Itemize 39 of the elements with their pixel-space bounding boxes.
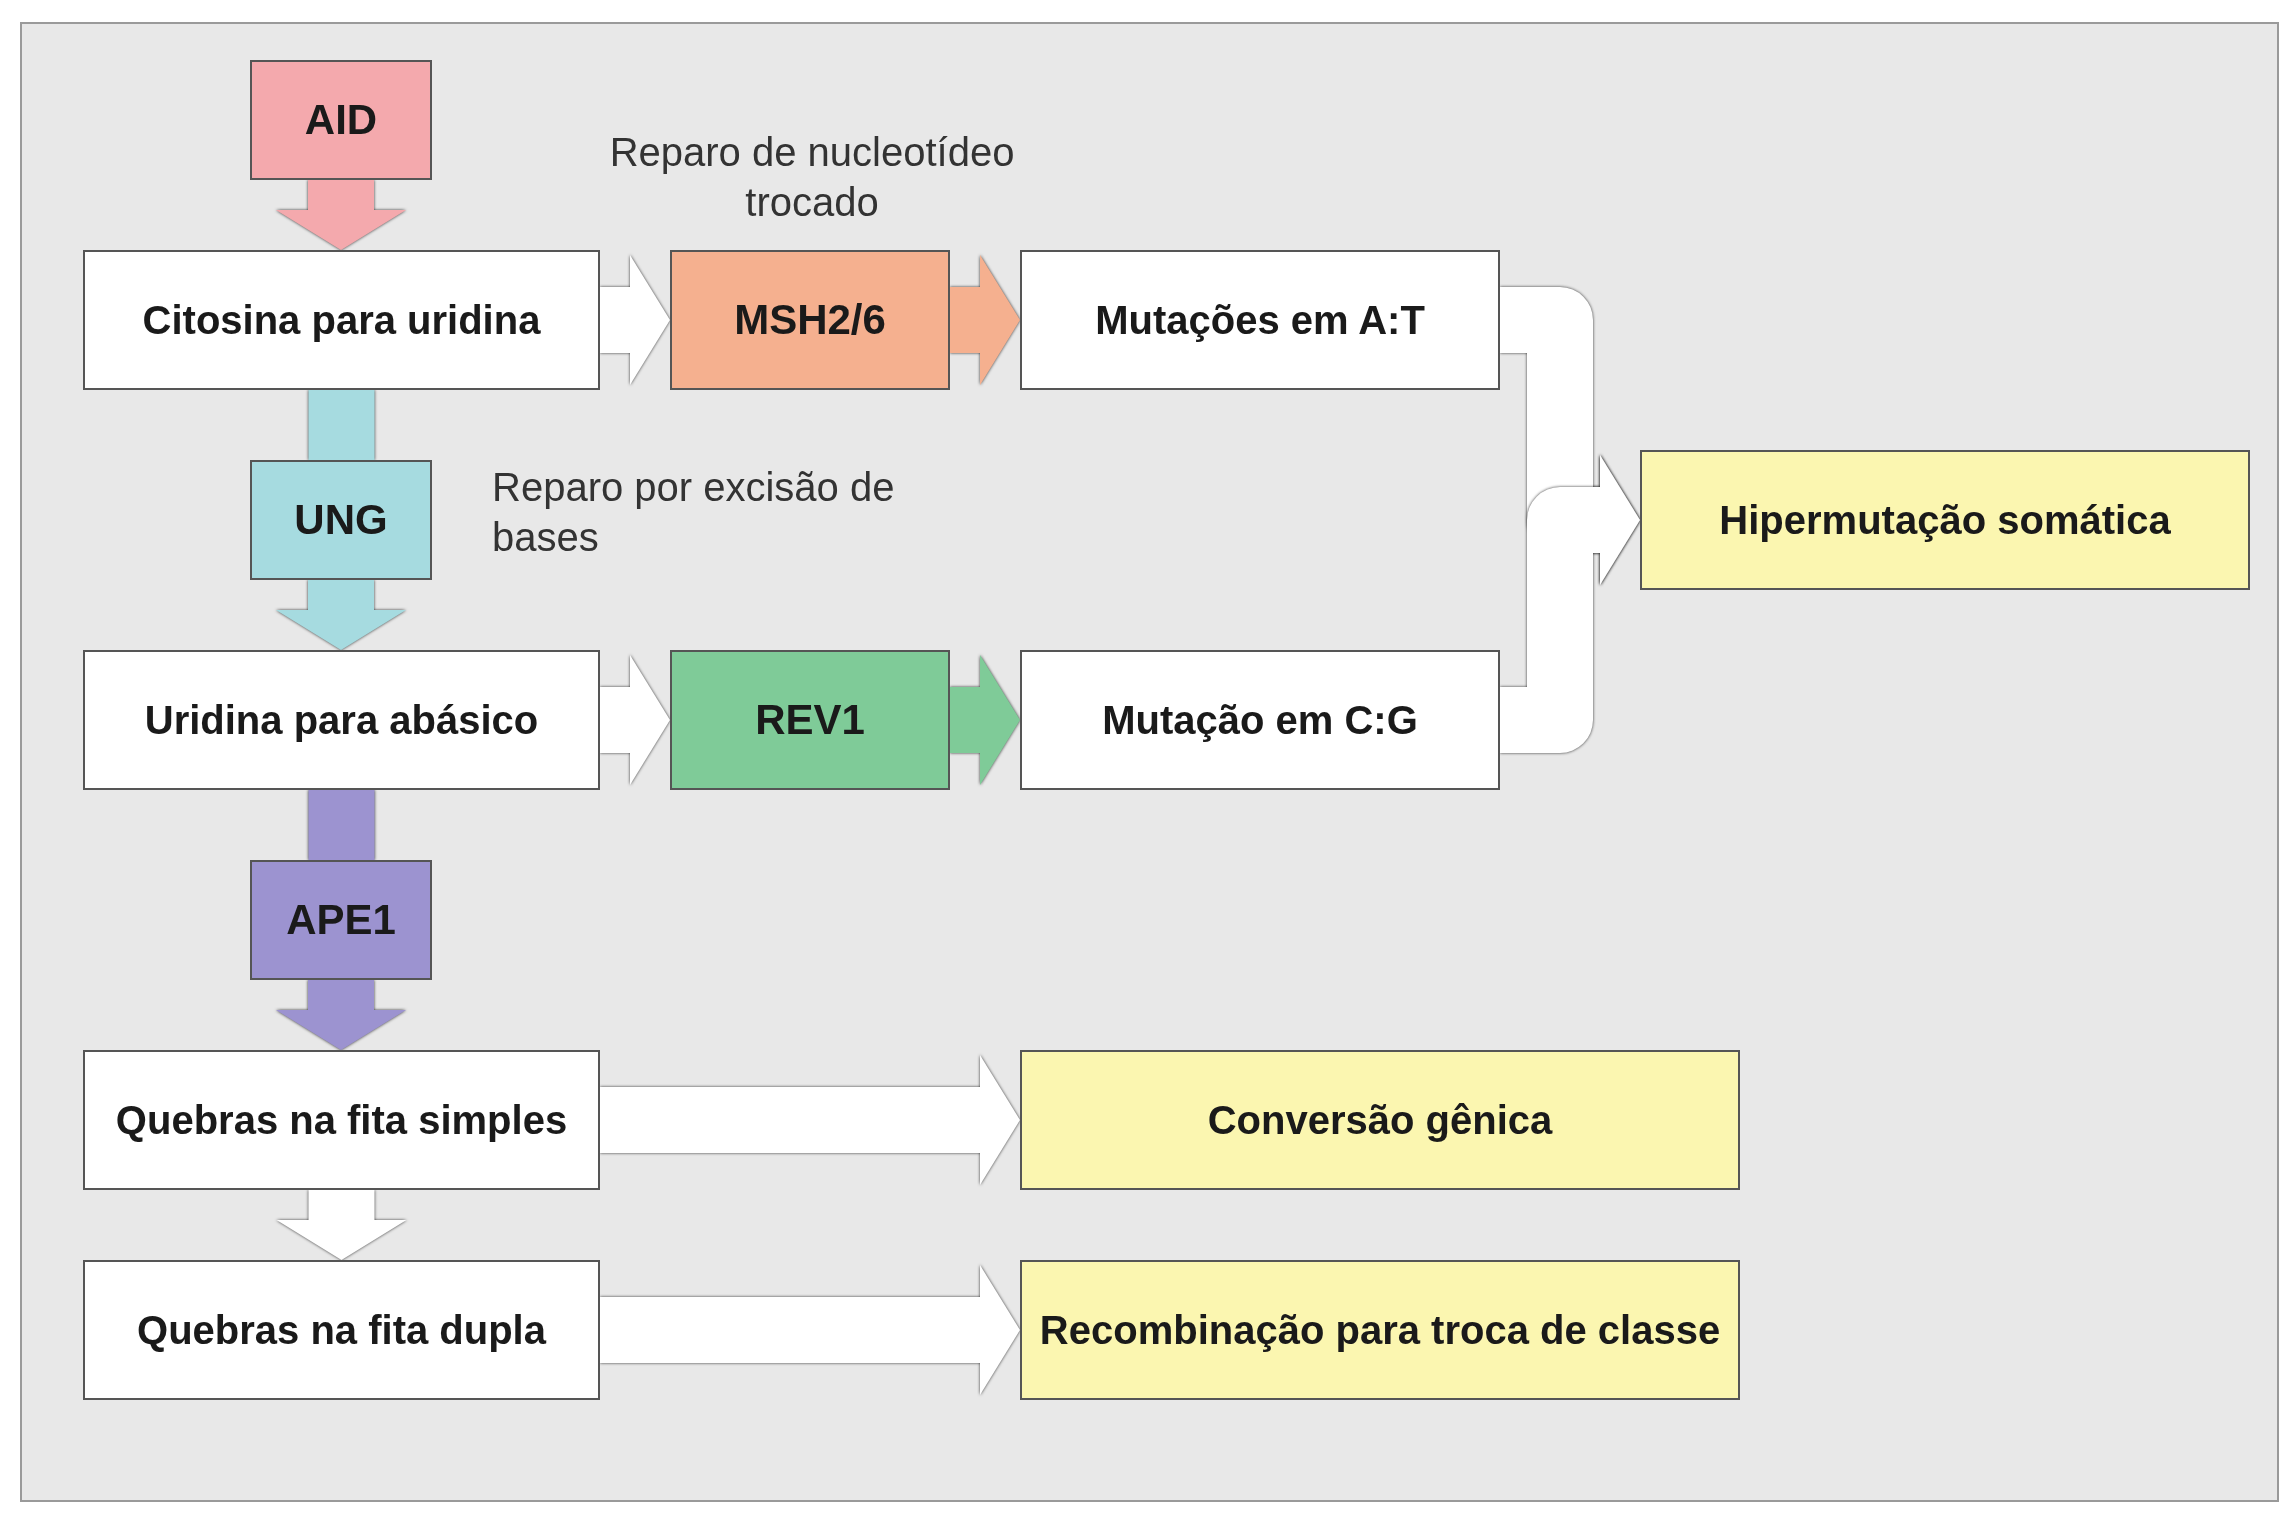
block-arrow [600, 655, 670, 785]
outcome-box [1020, 650, 1500, 790]
node-label: Conversão gênica [1207, 1097, 1553, 1144]
node-label: REV1 [755, 694, 865, 745]
node-label: Mutação em C:G [1102, 697, 1418, 744]
node-label: Hipermutação somática [1719, 497, 2171, 544]
result-box [1020, 1050, 1740, 1190]
node-label: UNG [294, 494, 388, 545]
block-arrow [600, 1265, 1020, 1395]
node-label: APE1 [286, 894, 396, 945]
node-label: Uridina para abásico [144, 697, 539, 744]
process-box [83, 1050, 600, 1190]
node-label: Quebras na fita dupla [137, 1307, 546, 1354]
block-arrow [276, 1190, 407, 1260]
result-box [1020, 1260, 1740, 1400]
block-arrow [276, 580, 406, 650]
process-box [83, 650, 600, 790]
block-arrow [600, 1055, 1020, 1185]
node-label: Mutações em A:T [1095, 297, 1425, 344]
annotation-text: Reparo por excisão de bases [492, 464, 896, 561]
block-arrow [950, 255, 1020, 385]
block-arrow [276, 980, 406, 1050]
outcome-box [1020, 250, 1500, 390]
node-label: Recombinação para troca de classe [1039, 1307, 1721, 1354]
node-label: AID [304, 94, 378, 145]
enzyme-box [250, 60, 432, 180]
node-label: MSH2/6 [734, 294, 886, 345]
node-label: Quebras na fita simples [115, 1097, 568, 1144]
block-arrow [1500, 455, 1640, 753]
block-arrow [276, 180, 406, 250]
node-label: Citosina para uridina [142, 297, 541, 344]
enzyme-box [250, 860, 432, 980]
enzyme-box [670, 650, 950, 790]
block-arrow [600, 255, 670, 385]
process-box [83, 1260, 600, 1400]
result-box [1640, 450, 2250, 590]
annotation-text: Reparo de nucleotídeo trocado [608, 129, 1016, 226]
process-box [83, 250, 600, 390]
block-arrow [950, 655, 1020, 785]
